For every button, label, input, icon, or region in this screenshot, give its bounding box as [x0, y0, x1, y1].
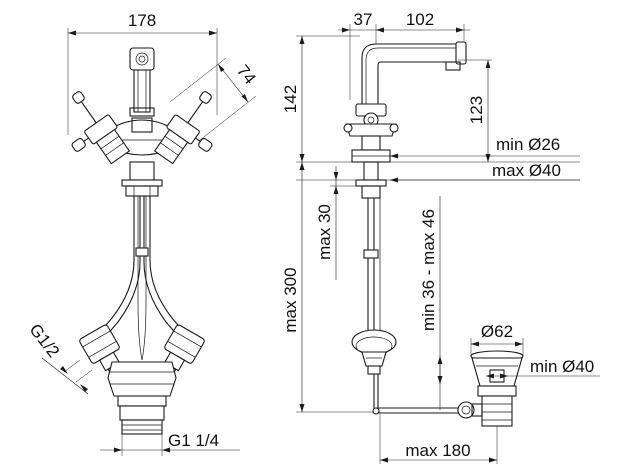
side-hose [363, 198, 381, 330]
side-spout [361, 41, 467, 109]
dim-base-g114: G1 1/4 [100, 431, 240, 456]
dim-inlet-g12: G1/2 [26, 320, 93, 395]
base-thread-label: G1 1/4 [168, 431, 219, 450]
dim-rod-range: min 36 - max 46 [419, 196, 443, 410]
front-left-handle [71, 91, 131, 165]
side-deck: min Ø26 max Ø40 [296, 135, 580, 183]
rod-reach-label: max 180 [405, 441, 470, 460]
side-view: 37 102 142 123 [281, 10, 600, 464]
inlet-thread-label: G1/2 [26, 320, 64, 361]
front-right-handle [153, 91, 213, 165]
side-waste [457, 350, 524, 427]
rod-range-label: min 36 - max 46 [419, 209, 438, 331]
hole-max-label: max Ø40 [492, 161, 561, 180]
front-right-connector [161, 324, 205, 379]
side-lower-connector [351, 329, 397, 412]
spout-height-label: 123 [467, 96, 486, 124]
dim-deck-max: max 30 [315, 166, 362, 280]
width-label: 178 [128, 11, 156, 30]
dim-width-178: 178 [67, 11, 218, 135]
dim-rod-reach: max 180 [379, 414, 498, 464]
side-mounting [355, 161, 387, 199]
dim-waste-min: min Ø40 [486, 357, 600, 379]
dim-hose-max: max 300 [281, 162, 380, 413]
spout-offset-label: 37 [354, 10, 373, 29]
spout-reach-label: 102 [406, 10, 434, 29]
front-view: 178 74 [26, 11, 260, 456]
hose-max-label: max 300 [281, 267, 300, 332]
total-height-label: 142 [281, 85, 300, 113]
waste-dia-label: Ø62 [481, 322, 513, 341]
side-body [343, 103, 399, 163]
deck-max-label: max 30 [315, 204, 334, 260]
dim-total-height: 142 [281, 35, 360, 162]
front-bottom-body [107, 361, 177, 435]
dim-spout-height: 123 [458, 59, 492, 162]
front-hoses [99, 196, 185, 361]
hole-min-label: min Ø26 [496, 135, 560, 154]
waste-min-label: min Ø40 [530, 357, 594, 376]
side-popup-rod [372, 407, 460, 415]
handle-size-label: 74 [233, 61, 260, 88]
dim-waste-dia: Ø62 [470, 322, 524, 356]
front-spout [129, 47, 155, 117]
front-mounting-nut [121, 161, 163, 197]
